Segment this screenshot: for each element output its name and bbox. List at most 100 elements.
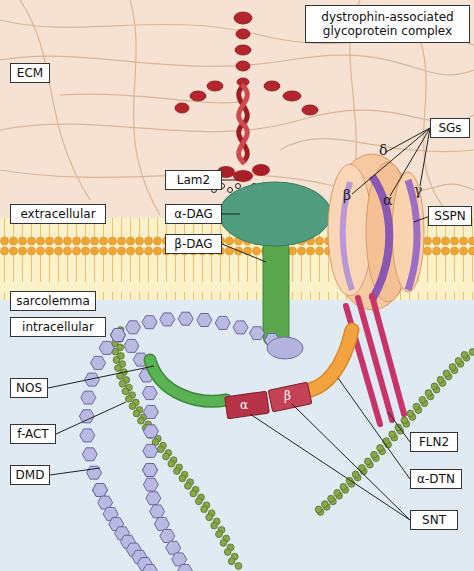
actin-bead [115, 365, 122, 372]
dystrobrevin-outline [300, 330, 352, 392]
actin-bead [315, 506, 322, 513]
label-text: ECM [17, 66, 43, 80]
dystrophin-repeat [166, 541, 181, 554]
title-box: dystrophin-associated glycoprotein compl… [305, 5, 470, 43]
label-text: f-ACT [17, 427, 48, 441]
dystrophin-repeat [82, 448, 97, 461]
label-box: SNT [410, 510, 458, 530]
dystrophin-repeat [93, 484, 108, 497]
actin-bead [235, 563, 242, 570]
actin-bead [163, 453, 170, 460]
label-text: Lam2 [177, 173, 210, 187]
actin-bead [228, 558, 235, 565]
label-box: FLN2 [410, 432, 458, 452]
actin-bead [328, 495, 335, 502]
dystrophin-repeat [79, 410, 94, 423]
actin-bead [211, 522, 218, 529]
actin-bead [179, 475, 186, 482]
laminin-globular [217, 164, 270, 182]
alpha-dystroglycan [219, 182, 331, 246]
dystrophin [79, 312, 279, 571]
actin-bead [461, 352, 468, 359]
actin-bead [334, 489, 341, 496]
actin-bead [443, 370, 450, 377]
dystrophin-repeat [160, 530, 175, 543]
subunit-letter: γ [414, 183, 422, 197]
actin-bead [157, 446, 164, 453]
nos-outline [150, 360, 226, 401]
subunit-letter: β [343, 188, 351, 202]
label-box: β-DAG [165, 234, 222, 254]
dystrophin-repeat [146, 492, 161, 505]
dystrophin-repeat [93, 484, 108, 497]
label-box: extracellular [10, 204, 106, 224]
dystrophin-repeat [80, 429, 95, 442]
syntrophins [225, 382, 312, 419]
dystrophin-junction [267, 337, 303, 359]
actin-bead [190, 490, 197, 497]
dystrophin-repeat [143, 464, 158, 477]
dystrophin-repeat [142, 316, 157, 329]
actin-bead [216, 531, 223, 538]
actin-bead [206, 514, 213, 521]
f-actin [112, 327, 474, 570]
subunit-letter: α [240, 398, 248, 412]
dystrophin-repeat [126, 321, 141, 334]
subunit-letter: β [284, 389, 291, 403]
label-text: intracellular [22, 320, 94, 334]
actin-bead [195, 498, 202, 505]
actin-bead [352, 471, 359, 478]
dystrophin-repeat [81, 391, 96, 404]
label-text: SSPN [434, 209, 465, 223]
dystrophin-repeat [172, 553, 187, 566]
actin-bead [173, 468, 180, 475]
subunit-letter: α [383, 193, 392, 207]
dystrophin-repeat [143, 425, 158, 438]
label-text: sarcolemma [16, 294, 90, 308]
dystrophin-repeat [124, 339, 139, 352]
actin-bead [383, 438, 390, 445]
actin-bead [340, 483, 347, 490]
label-text: β-DAG [174, 237, 212, 251]
label-box: NOS [10, 378, 48, 398]
subunit-letter: δ [379, 143, 387, 157]
actin-bead [129, 403, 136, 410]
label-box: SSPN [428, 206, 472, 226]
actin-bead [125, 395, 132, 402]
actin-bead [437, 376, 444, 383]
dystrophin-repeat [143, 464, 158, 477]
label-text: NOS [16, 381, 42, 395]
actin-bead [133, 410, 140, 417]
label-box: intracellular [10, 317, 106, 337]
actin-bead [449, 364, 456, 371]
dystrophin-repeat [150, 505, 165, 518]
actin-bead [469, 349, 474, 356]
actin-bead [425, 390, 432, 397]
laminin-coil [239, 86, 248, 162]
label-box: DMD [10, 465, 50, 485]
actin-bead [321, 501, 328, 508]
dystrophin-repeat [250, 327, 265, 340]
actin-bead [401, 417, 408, 424]
dystrophin-repeat [178, 312, 193, 325]
actin-bead [365, 458, 372, 465]
dystrophin-repeat [111, 329, 126, 342]
actin-bead [201, 506, 208, 513]
dystrobrevin [300, 330, 352, 392]
actin-bead [377, 445, 384, 452]
dystrophin-repeat [111, 329, 126, 342]
dystrophin-repeat [160, 313, 175, 326]
actin-bead [413, 403, 420, 410]
dystrophin-repeat [197, 314, 212, 327]
actin-bead [431, 383, 438, 390]
dystrophin-repeat [99, 341, 114, 354]
actin-bead [455, 357, 462, 364]
label-text: FLN2 [419, 435, 449, 449]
label-box: sarcolemma [10, 291, 96, 311]
label-box: α-DAG [165, 204, 222, 224]
label-box: f-ACT [10, 424, 56, 444]
dystrophin-repeat [233, 321, 248, 334]
label-text: SGs [438, 121, 461, 135]
dystrophin-repeat [111, 329, 126, 342]
